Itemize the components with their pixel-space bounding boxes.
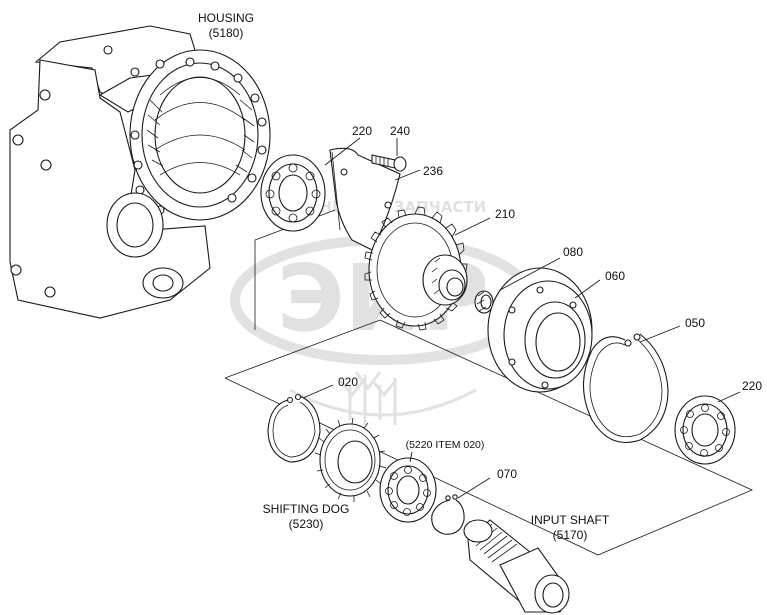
gear-210 — [364, 206, 468, 331]
label-240: 240 — [390, 124, 410, 138]
label-input-shaft-code: (5170) — [553, 528, 588, 542]
label-shifting-dog: SHIFTING DOG — [263, 502, 350, 516]
label-220-right: 220 — [742, 379, 762, 393]
snap-ring-070 — [431, 494, 465, 535]
label-070: 070 — [497, 467, 517, 481]
bearing-5220 — [379, 457, 437, 523]
label-housing-code: (5180) — [209, 26, 244, 40]
label-210: 210 — [495, 207, 515, 221]
leader-lines — [302, 137, 741, 499]
shifting-dog-part — [314, 417, 387, 502]
housing-part — [9, 25, 271, 319]
snap-ring-050 — [583, 333, 669, 444]
snap-ring-020 — [267, 393, 321, 463]
label-input-shaft: INPUT SHAFT — [531, 513, 610, 527]
bearing-220-top — [260, 154, 326, 232]
label-020: 020 — [338, 375, 358, 389]
bolt-240 — [371, 154, 407, 172]
label-080: 080 — [563, 245, 583, 259]
bearing-carrier-060 — [487, 267, 593, 393]
input-shaft-part — [463, 519, 570, 614]
label-5220-item-020: (5220 ITEM 020) — [406, 439, 485, 451]
bearing-220-right — [674, 395, 736, 465]
label-220-top: 220 — [352, 124, 372, 138]
label-060: 060 — [605, 269, 625, 283]
label-050: 050 — [685, 316, 705, 330]
needle-bearing-080 — [474, 290, 494, 314]
part-labels: HOUSING (5180) 220 240 236 210 080 060 0… — [198, 11, 762, 542]
label-236: 236 — [423, 164, 443, 178]
shield-plate-236 — [329, 147, 401, 251]
label-shifting-dog-code: (5230) — [289, 517, 324, 531]
watermark-wheat-icon — [289, 371, 477, 425]
watermark-line2: ЗАПЧАСТИ — [394, 198, 486, 216]
label-housing: HOUSING — [198, 11, 254, 25]
